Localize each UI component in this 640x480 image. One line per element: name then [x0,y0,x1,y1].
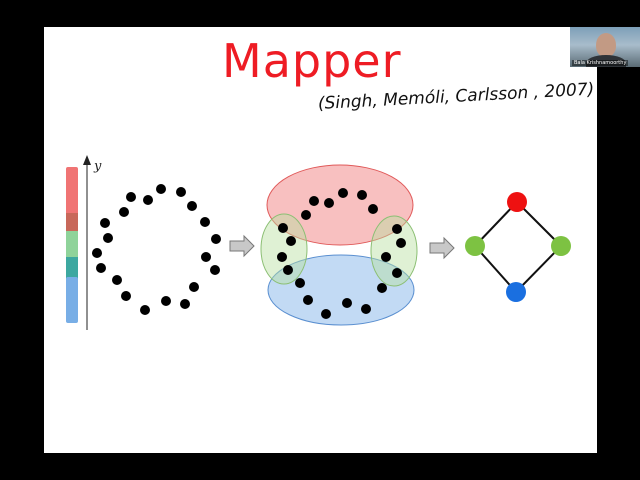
filter-color-bar [66,167,78,323]
cover-set-red [266,164,414,246]
data-point [309,196,319,206]
data-point [103,233,113,243]
data-point [140,305,150,315]
data-point [187,201,197,211]
data-point [368,204,378,214]
data-point [278,223,288,233]
data-point [286,236,296,246]
data-point [156,184,166,194]
data-point [119,207,129,217]
slide-title: Mapper [222,34,402,88]
data-point [180,299,190,309]
y-axis: y [83,155,102,330]
mapper-graph [465,192,571,302]
webcam-person-head [596,33,616,57]
data-point [295,278,305,288]
point-cloud-circle [92,184,221,315]
data-point [392,268,402,278]
data-point [176,187,186,197]
color-bar-blue [66,277,78,323]
data-point [92,248,102,258]
graph-edge [474,201,518,247]
data-point [201,252,211,262]
cover-set-green-right [370,215,418,287]
data-point [121,291,131,301]
graph-edge [474,245,517,293]
data-point [210,265,220,275]
data-point [342,298,352,308]
graph-node-blue [506,282,526,302]
data-point [321,309,331,319]
graph-node-green-left [465,236,485,256]
data-point [200,217,210,227]
data-point [112,275,122,285]
data-point [211,234,221,244]
graph-node-green-right [551,236,571,256]
data-point [381,252,391,262]
data-point [392,224,402,234]
data-point [357,190,367,200]
cover-sets [260,164,418,326]
webcam-person-body [586,55,626,67]
data-point [283,265,293,275]
graph-edge [516,201,562,247]
cover-set-blue [267,254,415,326]
data-point [189,282,199,292]
graph-edge [515,245,562,293]
data-point [277,252,287,262]
point-cloud-covered [277,188,406,319]
data-point [303,295,313,305]
color-bar-overlap-red-green [66,213,78,233]
data-point [396,238,406,248]
data-point [301,210,311,220]
slide-canvas [44,27,597,453]
color-bar-red [66,167,78,215]
data-point [100,218,110,228]
webcam-thumbnail: Bala Krishnamoorthy [570,27,640,67]
webcam-name-label: Bala Krishnamoorthy [572,60,629,66]
data-point [338,188,348,198]
data-point [143,195,153,205]
color-bar-overlap-green-blue [66,257,78,279]
data-point [361,304,371,314]
graph-node-red [507,192,527,212]
data-point [96,263,106,273]
data-point [126,192,136,202]
y-axis-label: y [93,159,102,174]
cover-set-green-left [260,213,308,285]
data-point [377,283,387,293]
color-bar-green [66,231,78,259]
data-point [324,198,334,208]
arrow-right-icon [429,236,455,260]
y-axis-arrowhead-icon [83,155,91,165]
arrow-right-icon [229,234,255,258]
data-point [161,296,171,306]
